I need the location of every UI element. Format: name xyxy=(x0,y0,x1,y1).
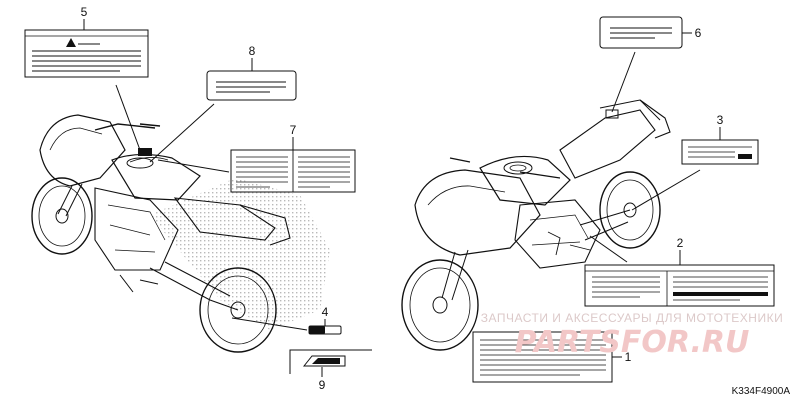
label-5: 5 xyxy=(24,5,152,156)
handlebar-right xyxy=(449,157,561,179)
motorcycle-left xyxy=(31,114,330,353)
label-plate-9 xyxy=(302,355,346,367)
rear-wheel-left xyxy=(199,267,277,353)
callout-9: 9 xyxy=(319,378,326,392)
warning-label-5 xyxy=(24,29,149,78)
engine-left xyxy=(94,187,179,271)
callout-8: 8 xyxy=(249,44,256,58)
watermark-logo: PARTSFOR.RU xyxy=(515,325,750,360)
callout-3: 3 xyxy=(717,113,724,127)
callout-1: 1 xyxy=(625,350,632,364)
diagram-code: K334F4900A xyxy=(732,386,791,397)
callout-7: 7 xyxy=(290,123,297,137)
callout-6: 6 xyxy=(695,26,702,40)
stipple-area-left xyxy=(150,178,330,330)
callout-4: 4 xyxy=(322,305,329,319)
engine-right xyxy=(514,199,601,269)
label-4: 4 xyxy=(231,305,342,335)
callout-5: 5 xyxy=(81,5,88,19)
label-plate-2 xyxy=(584,264,775,307)
leader-3 xyxy=(631,169,701,211)
label-2: 2 xyxy=(584,235,775,307)
front-fairing-left xyxy=(39,114,126,187)
label-1: 1 xyxy=(472,331,632,383)
callout-2: 2 xyxy=(677,236,684,250)
label-6: 6 xyxy=(599,16,702,119)
warning-triangle-icon xyxy=(66,38,76,47)
swingarm-left xyxy=(149,261,239,311)
front-fairing-right xyxy=(414,169,541,256)
watermark-text: ЗАПЧАСТИ И АКСЕССУАРЫ ДЛЯ МОТОТЕХНИКИ xyxy=(481,311,783,325)
seat-right xyxy=(559,109,656,179)
rear-wheel-right xyxy=(599,171,661,249)
tank-cap-left xyxy=(126,157,154,169)
label-3: 3 xyxy=(681,113,759,165)
seat-left xyxy=(173,197,276,241)
front-wheel-left xyxy=(31,177,93,255)
label-8: 8 xyxy=(149,44,297,163)
label-plate-6 xyxy=(599,16,683,49)
motorcycle-right xyxy=(401,99,671,351)
label-plate-8 xyxy=(206,70,297,101)
tank-cap-right xyxy=(503,161,533,175)
handlebar-left xyxy=(94,123,161,131)
label-9: 9 xyxy=(289,349,372,392)
fuel-tank-left xyxy=(111,153,201,201)
front-wheel-right xyxy=(401,259,479,351)
label-7: 7 xyxy=(157,123,356,193)
label-plate-3 xyxy=(681,139,759,165)
fuel-tank-right xyxy=(479,155,571,206)
watermark: ЗАПЧАСТИ И АКСЕССУАРЫ ДЛЯ МОТОТЕХНИКИ PA… xyxy=(481,311,783,360)
